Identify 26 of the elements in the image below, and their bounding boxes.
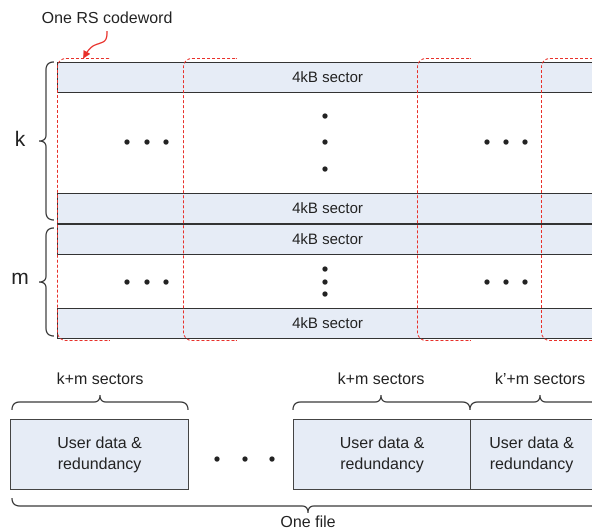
brace-label: k+m sectors	[338, 371, 424, 389]
callout-text: One RS codeword	[42, 6, 172, 32]
sector-bar	[57, 193, 592, 224]
brace-label: m	[11, 266, 29, 290]
box-text: 4kB sector	[292, 200, 363, 217]
dashed-outline-box	[57, 58, 110, 341]
file-segment-box	[470, 419, 592, 490]
box-text: 4kB sector	[292, 231, 363, 248]
brace-label: k	[14, 128, 26, 152]
file-segment-box	[10, 419, 189, 490]
box-text: User data & redundancy	[488, 434, 575, 474]
box-text: 4kB sector	[292, 69, 363, 86]
callout-arrow	[82, 31, 108, 59]
brace-label: One file	[280, 514, 336, 531]
box-text: User data & redundancy	[338, 434, 426, 474]
dashed-outline-box	[541, 58, 592, 341]
sector-bar	[57, 62, 592, 93]
brace-label: k+m sectors	[56, 371, 144, 389]
box-text: 4kB sector	[292, 315, 363, 332]
box-text: User data & redundancy	[56, 434, 143, 474]
sector-bar	[57, 224, 592, 255]
file-segment-box	[293, 419, 471, 490]
dashed-outline-box	[183, 58, 237, 341]
sector-bar	[57, 308, 592, 339]
dashed-outline-box	[417, 58, 471, 341]
brace-label: k’+m sectors	[494, 371, 586, 389]
